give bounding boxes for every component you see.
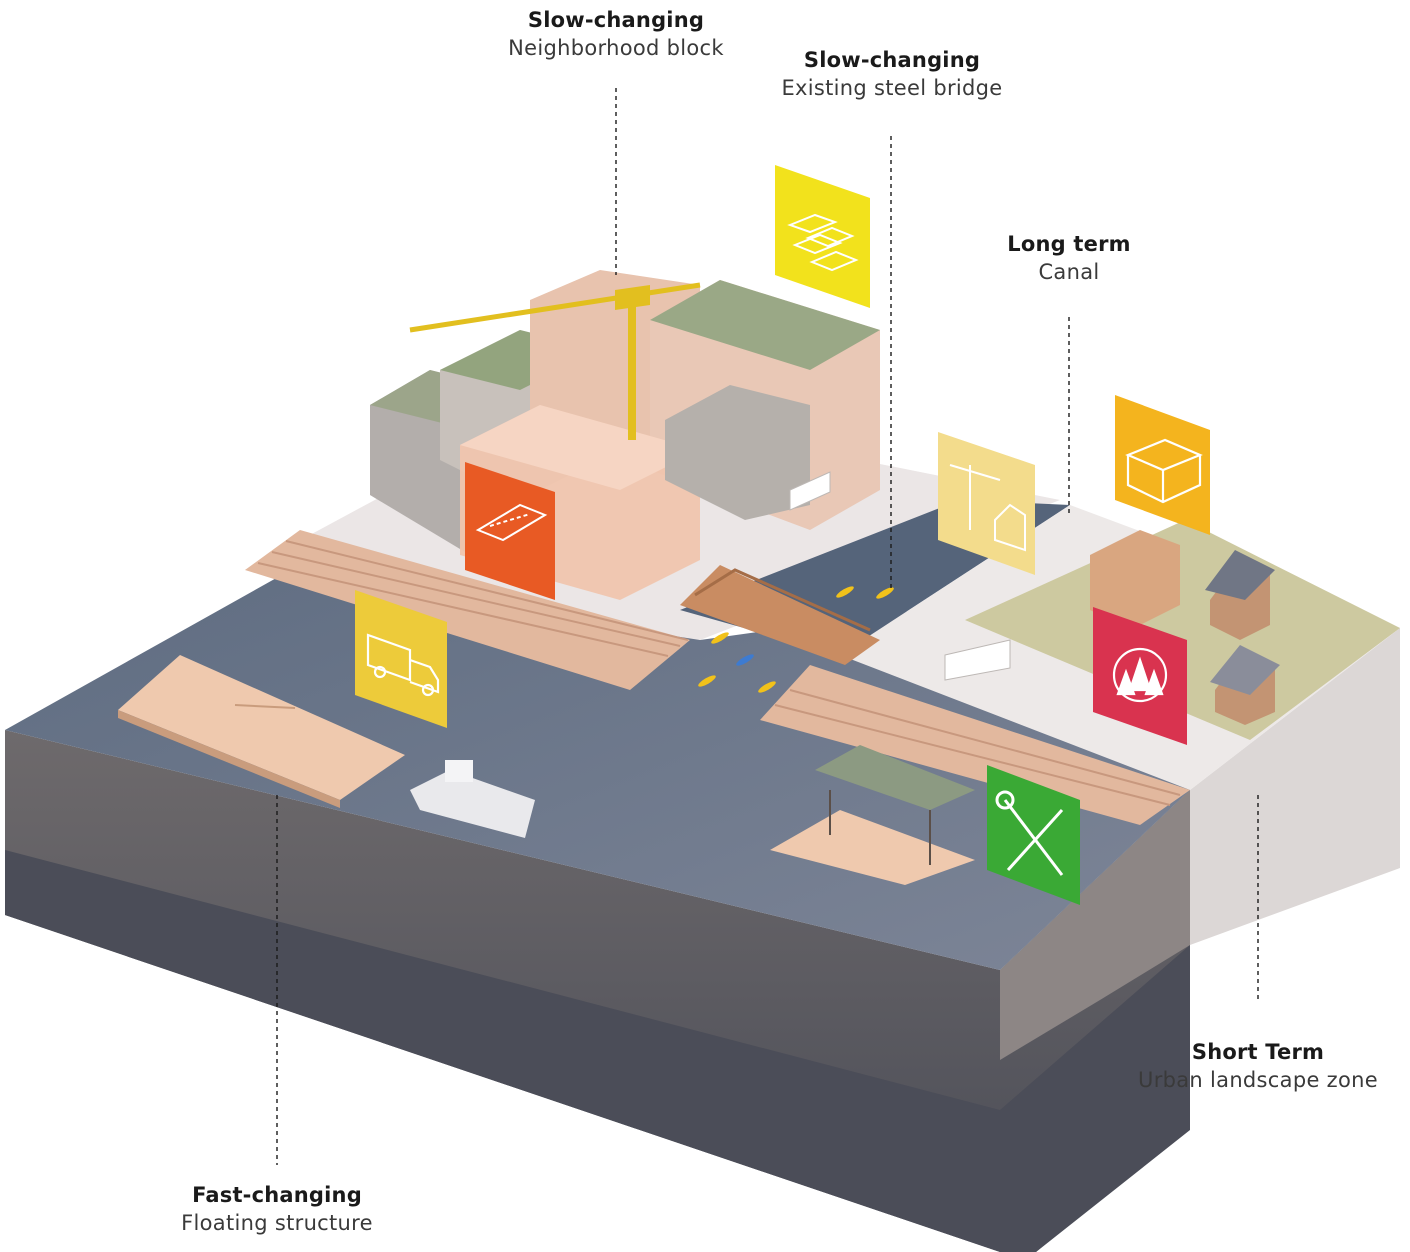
concrete-stack bbox=[665, 385, 810, 520]
landside-face bbox=[1190, 628, 1400, 945]
tools-panel bbox=[987, 765, 1080, 905]
floor-plan-icon bbox=[475, 503, 548, 542]
floating-term: Fast-changing bbox=[192, 1183, 362, 1207]
landscape-zone bbox=[965, 520, 1400, 740]
bridge-term: Slow-changing bbox=[803, 48, 981, 72]
floating-label: Fast-changing Floating structure bbox=[127, 1181, 427, 1237]
landscape-houses bbox=[944, 530, 1280, 725]
landscape-label: Short Term Urban landscape zone bbox=[1108, 1038, 1408, 1094]
timber-steps-west bbox=[245, 530, 690, 690]
floating-structure bbox=[118, 655, 405, 808]
bridge-subject: Existing steel bridge bbox=[781, 76, 1003, 100]
volume-box-icon bbox=[1125, 438, 1203, 504]
forest-cycle-icon bbox=[1112, 647, 1168, 703]
wrench-screwdriver-icon bbox=[995, 790, 1064, 876]
tower-crane bbox=[409, 282, 701, 440]
forest-cycle-panel bbox=[1093, 607, 1187, 745]
landscape-term: Short Term bbox=[1191, 1040, 1325, 1064]
crane-house-panel bbox=[938, 432, 1035, 575]
neighborhood-label: Slow-changing Neighborhood block bbox=[466, 6, 766, 62]
delivery-truck bbox=[789, 471, 831, 511]
sediment-layer bbox=[5, 850, 1190, 1252]
fishing-boat bbox=[410, 760, 535, 838]
bridge-label: Slow-changing Existing steel bridge bbox=[742, 46, 1042, 102]
floating-pavilion bbox=[770, 745, 975, 885]
truck-icon bbox=[366, 633, 440, 697]
box-panel bbox=[1115, 395, 1210, 535]
kayaks bbox=[698, 586, 894, 693]
plan-panel bbox=[465, 462, 555, 600]
landscape-subject: Urban landscape zone bbox=[1138, 1068, 1378, 1092]
steel-bridge bbox=[680, 565, 880, 665]
modules-panel bbox=[775, 165, 870, 308]
truck-panel bbox=[355, 590, 447, 728]
floating-subject: Floating structure bbox=[181, 1211, 373, 1235]
neighborhood-term: Slow-changing bbox=[527, 8, 705, 32]
leader-lines bbox=[276, 88, 1259, 1165]
canal-label: Long term Canal bbox=[969, 230, 1169, 286]
canal-subject: Canal bbox=[1038, 260, 1100, 284]
concrete-pump-truck bbox=[944, 639, 1011, 681]
timber-steps-east bbox=[760, 665, 1190, 825]
neighborhood-subject: Neighborhood block bbox=[508, 36, 724, 60]
bank-slope bbox=[1000, 790, 1190, 1060]
stacked-modules-icon bbox=[787, 213, 859, 272]
canal-term: Long term bbox=[1007, 232, 1131, 256]
crane-house-icon bbox=[949, 464, 1026, 552]
